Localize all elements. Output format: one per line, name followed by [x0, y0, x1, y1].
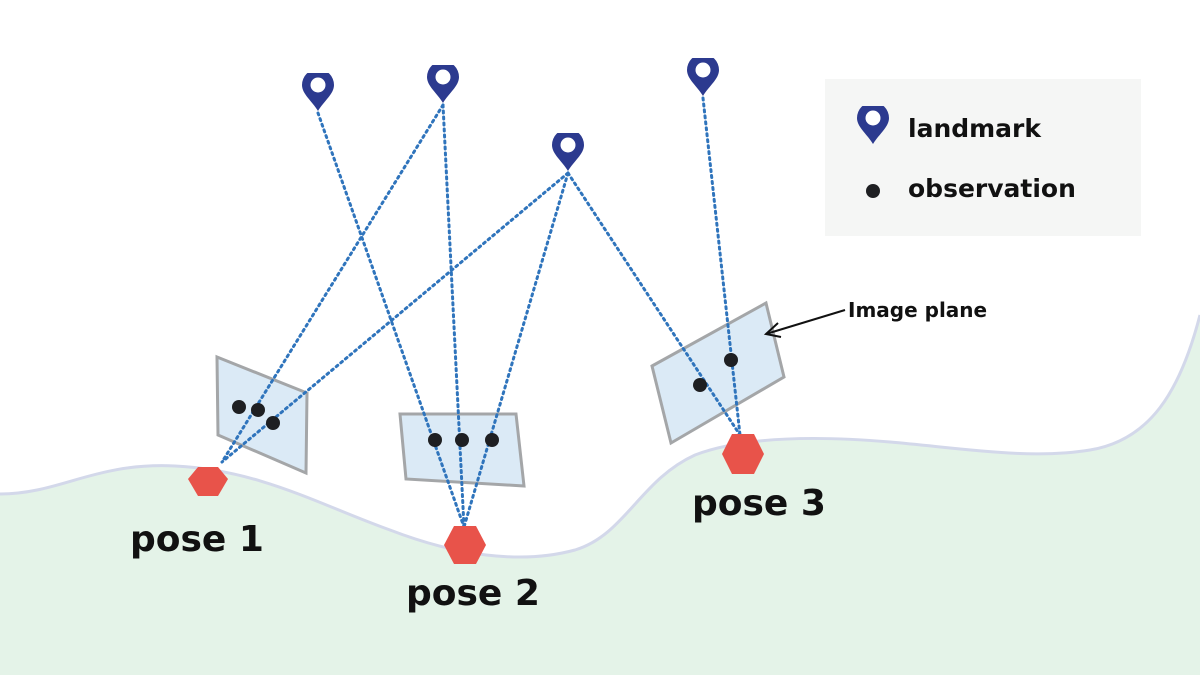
- observation-dot: [724, 353, 738, 367]
- ray-landmark-2-pose-1: [220, 103, 445, 464]
- ray-landmark-3-pose-1: [220, 171, 570, 464]
- pose-1-hexagon-icon: [188, 467, 228, 496]
- image-plane-callout: Image plane: [763, 298, 987, 338]
- observation-dot: [266, 416, 280, 430]
- observation-dot: [251, 403, 265, 417]
- poses: [188, 434, 764, 564]
- legend-landmark-label: landmark: [908, 114, 1042, 143]
- pose-2-label: pose 2: [406, 573, 540, 614]
- landmark-pin-icon: [427, 65, 459, 103]
- ray-landmark-3-pose-3: [566, 171, 742, 437]
- observation-dot: [428, 433, 442, 447]
- landmarks: [302, 58, 719, 171]
- landmark-pin-icon: [552, 133, 584, 171]
- image-plane-label: Image plane: [848, 298, 987, 322]
- observation-dot: [232, 400, 246, 414]
- callout-arrow-line: [765, 309, 846, 335]
- landmark-pin-icon: [687, 58, 719, 96]
- callout-arrow-head: [763, 322, 782, 338]
- observation-dot: [485, 433, 499, 447]
- observation-rays: [220, 96, 742, 529]
- ray-landmark-2-pose-2: [441, 103, 466, 529]
- pose-2-hexagon-icon: [444, 526, 486, 564]
- legend: landmark observation: [825, 79, 1141, 236]
- observation-dot: [693, 378, 707, 392]
- pose-3-label: pose 3: [692, 483, 826, 524]
- legend-box: [825, 79, 1141, 236]
- ground-area: [0, 315, 1200, 675]
- landmark-pin-icon: [302, 73, 334, 111]
- pose-3-hexagon-icon: [722, 434, 764, 474]
- ray-landmark-3-pose-2: [462, 171, 570, 529]
- image-plane-pose-3: [650, 300, 786, 446]
- observation-dot: [455, 433, 469, 447]
- legend-observation-dot-icon: [866, 184, 880, 198]
- legend-observation-label: observation: [908, 174, 1076, 203]
- observations: [232, 353, 738, 447]
- pose-1-label: pose 1: [130, 519, 264, 560]
- ray-landmark-4-pose-3: [701, 96, 742, 437]
